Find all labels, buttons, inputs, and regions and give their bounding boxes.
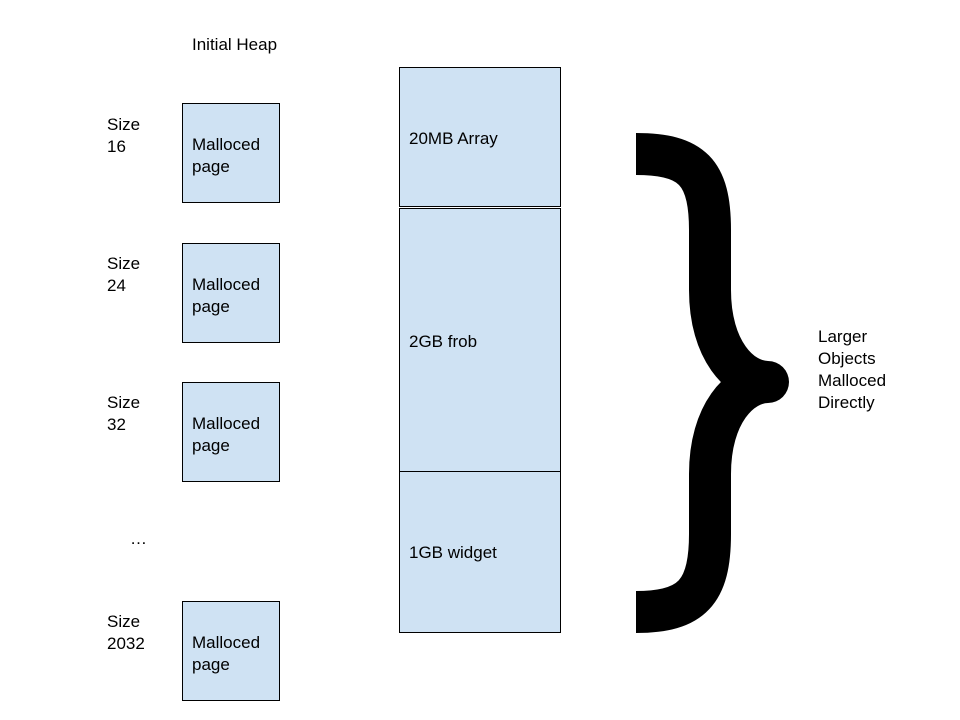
large-object-1gb-widget: 1GB widget	[399, 471, 561, 633]
malloced-page-16: Malloced page	[182, 103, 280, 203]
initial-heap-title: Initial Heap	[192, 35, 278, 54]
malloced-page-24: Malloced page	[182, 243, 280, 343]
malloced-page-label: Malloced page	[192, 135, 261, 176]
size-label-24: Size 24	[107, 254, 141, 295]
large-object-2gb-frob: 2GB frob	[399, 208, 561, 472]
size-label-32: Size 32	[107, 393, 141, 434]
brace-label: Larger Objects Malloced Directly	[818, 327, 887, 412]
malloced-page-label: Malloced page	[192, 275, 261, 316]
malloced-page-2032: Malloced page	[182, 601, 280, 701]
malloced-page-label: Malloced page	[192, 414, 261, 455]
large-object-label: 20MB Array	[409, 129, 498, 148]
curly-brace-icon	[635, 133, 789, 633]
ellipsis: …	[130, 529, 147, 548]
size-label-16: Size 16	[107, 115, 141, 156]
malloced-page-label: Malloced page	[192, 633, 261, 674]
curly-brace-path	[635, 133, 789, 633]
malloced-page-32: Malloced page	[182, 382, 280, 482]
large-object-20mb-array: 20MB Array	[399, 67, 561, 207]
size-label-2032: Size 2032	[107, 612, 145, 653]
large-object-label: 1GB widget	[409, 543, 497, 562]
large-object-label: 2GB frob	[409, 332, 478, 351]
